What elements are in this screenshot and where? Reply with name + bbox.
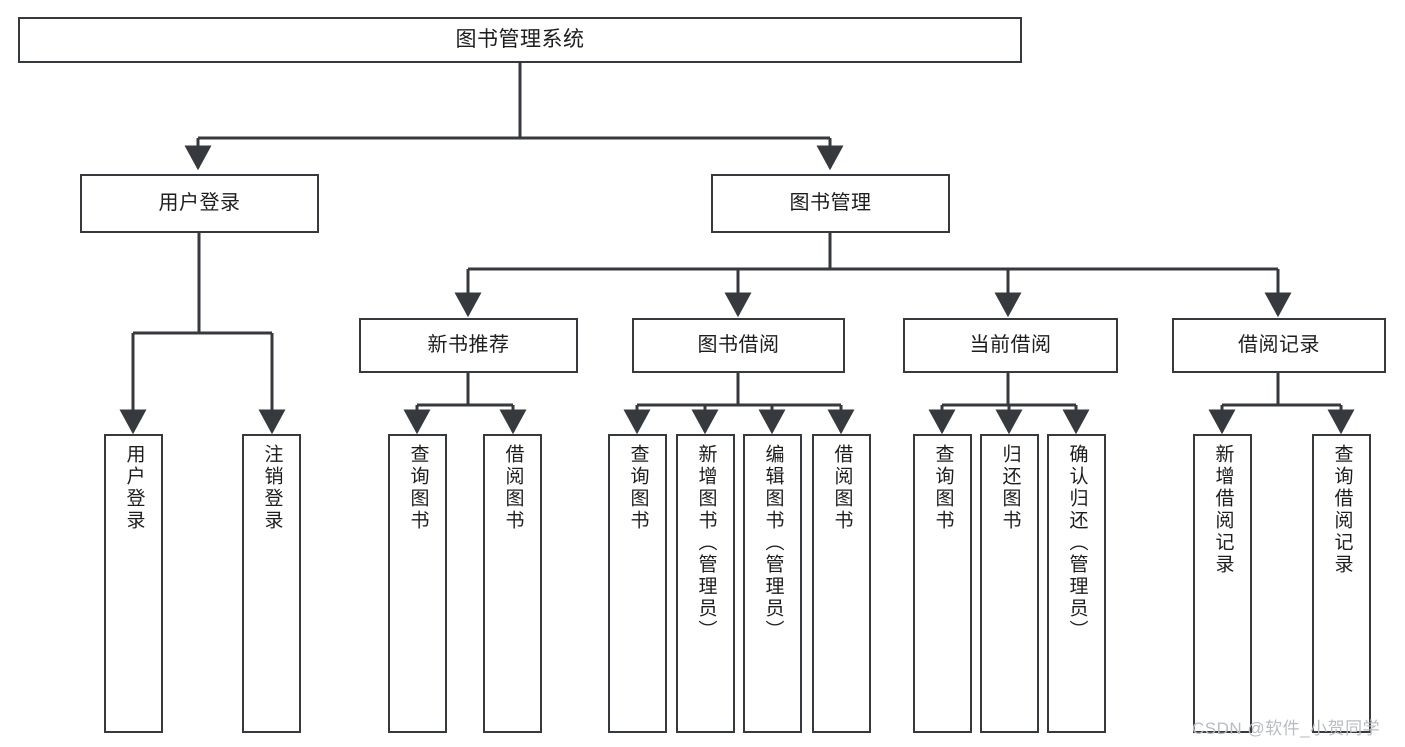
leaf-record-add[interactable]: 新增借阅记录 — [1193, 434, 1252, 733]
node-label: 图书借阅 — [697, 334, 780, 356]
csdn-watermark: CSDN @软件_小贺同学 — [1192, 719, 1381, 738]
leaf-user-login-signout[interactable]: 注销登录 — [242, 434, 301, 733]
leaf-borrow-add-book[interactable]: 新增图书（管理员） — [676, 434, 735, 733]
leaf-current-query[interactable]: 查询图书 — [913, 434, 972, 733]
node-label: 图书管理 — [789, 192, 872, 214]
node-label: 借阅图书 — [831, 444, 853, 532]
node-label: 查询借阅记录 — [1331, 444, 1353, 576]
node-label: 新增图书（管理员） — [695, 444, 717, 642]
node-book-borrow[interactable]: 图书借阅 — [632, 318, 845, 373]
node-label: 图书管理系统 — [455, 27, 585, 51]
node-label: 确认归还（管理员） — [1066, 444, 1088, 642]
node-label: 新增借阅记录 — [1212, 444, 1234, 576]
node-label: 用户登录 — [158, 192, 241, 214]
node-label: 借阅记录 — [1238, 334, 1320, 356]
leaf-new-book-borrow[interactable]: 借阅图书 — [483, 434, 542, 733]
node-label: 查询图书 — [932, 444, 954, 532]
node-root-system[interactable]: 图书管理系统 — [18, 17, 1022, 63]
node-label: 用户登录 — [123, 444, 145, 532]
node-book-management[interactable]: 图书管理 — [711, 174, 950, 233]
node-label: 注销登录 — [261, 444, 283, 532]
node-label: 当前借阅 — [969, 334, 1052, 356]
node-borrow-record[interactable]: 借阅记录 — [1172, 318, 1386, 373]
node-label: 新书推荐 — [427, 334, 510, 356]
node-label: 借阅图书 — [502, 444, 524, 532]
node-user-login[interactable]: 用户登录 — [80, 174, 319, 233]
leaf-new-book-query[interactable]: 查询图书 — [388, 434, 447, 733]
node-label: 编辑图书（管理员） — [762, 444, 784, 642]
node-label: 查询图书 — [407, 444, 429, 532]
leaf-borrow-edit-book[interactable]: 编辑图书（管理员） — [743, 434, 802, 733]
leaf-borrow-query[interactable]: 查询图书 — [608, 434, 667, 733]
leaf-user-login-signin[interactable]: 用户登录 — [104, 434, 163, 733]
leaf-current-return[interactable]: 归还图书 — [980, 434, 1039, 733]
leaf-current-confirm-return[interactable]: 确认归还（管理员） — [1047, 434, 1106, 733]
node-current-borrow[interactable]: 当前借阅 — [903, 318, 1118, 373]
node-label: 查询图书 — [627, 444, 649, 532]
leaf-borrow-borrow-book[interactable]: 借阅图书 — [812, 434, 871, 733]
node-label: 归还图书 — [999, 444, 1021, 532]
node-new-book-recommend[interactable]: 新书推荐 — [359, 318, 578, 373]
leaf-record-query[interactable]: 查询借阅记录 — [1312, 434, 1371, 733]
